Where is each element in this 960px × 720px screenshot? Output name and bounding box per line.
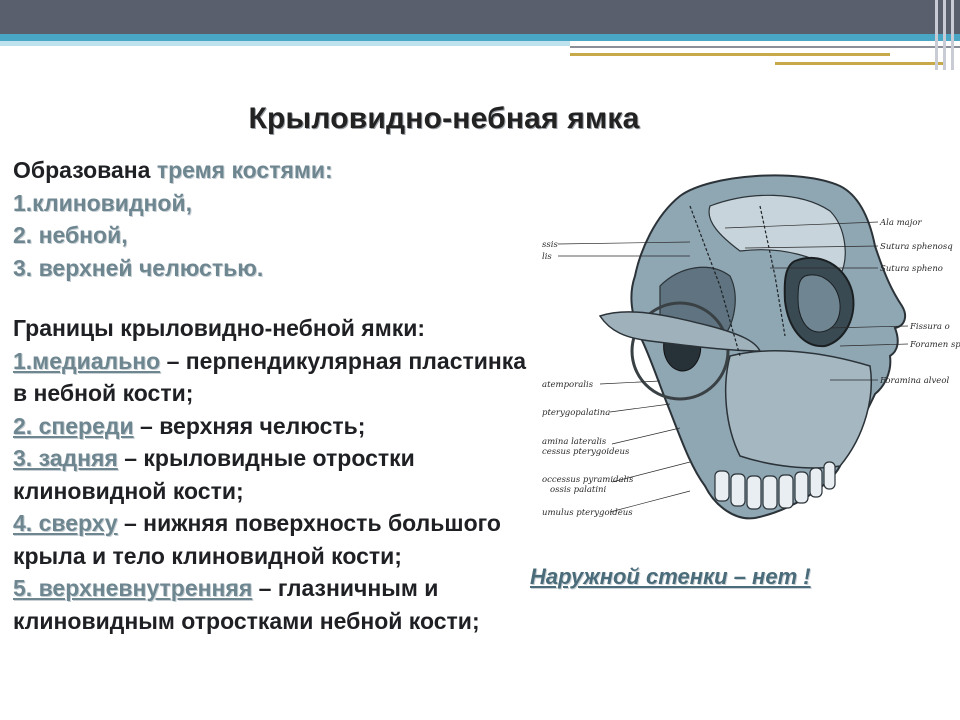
bone-item: 2. небной,	[13, 222, 128, 248]
bones-lead-highlight: тремя костями:	[156, 157, 333, 183]
tooth	[809, 467, 823, 498]
header-bar	[0, 0, 960, 34]
leader-line	[611, 461, 691, 483]
border-text: – перпендикулярная пластинка	[160, 347, 527, 374]
leader-line	[829, 325, 909, 329]
borders-heading: Границы крыловидно-небной ямки:	[13, 315, 426, 341]
bones-lead: Образована	[13, 157, 157, 183]
fossa-marker-circle	[630, 301, 730, 401]
tooth	[794, 471, 809, 504]
border-key: 3. задняя	[13, 445, 118, 471]
figure-label: ossis palatini	[550, 485, 607, 495]
leader-line	[599, 380, 661, 385]
leader-line	[839, 343, 909, 347]
figure-label: Foramen sp	[909, 340, 960, 350]
leader-line	[744, 245, 879, 249]
border-item-medial: 1.медиально – перпендикулярная пластинка	[13, 345, 526, 378]
header-vertical-bar	[935, 0, 938, 70]
border-text: – глазничным и	[252, 575, 439, 601]
border-item-back: 3. задняя – крыловидные отростки	[13, 442, 526, 475]
maxilla-shape	[724, 350, 872, 469]
orbit-inner	[797, 274, 841, 333]
tooth	[823, 461, 836, 490]
leader-line	[724, 221, 879, 229]
border-text: – нижняя поверхность большого	[117, 510, 501, 536]
figure-label: Fissura o	[909, 322, 950, 332]
border-text: – верхняя челюсть;	[133, 412, 366, 439]
border-item-cont: в небной кости;	[13, 380, 194, 406]
border-item-cont: крыла и тело клиновидной кости;	[13, 542, 402, 569]
suture-line	[689, 205, 741, 357]
figure-label: ssis	[542, 240, 558, 250]
border-key: 4. сверху	[13, 510, 118, 536]
bones-lead-line: Образована тремя костями:	[13, 154, 333, 187]
note-no-outer-wall: Наружной стенки – нет !	[530, 564, 811, 590]
figure-label: amina lateralis	[542, 437, 607, 447]
leader-line	[611, 427, 681, 445]
header-gray-line	[570, 46, 960, 48]
figure-label: occessus pyramidalis	[542, 475, 634, 485]
figure-label: Sutura sphenosq	[880, 242, 953, 252]
borders-section: Границы крыловидно-небной ямки: 1.медиал…	[13, 312, 526, 637]
tooth	[714, 470, 730, 502]
slide-title: Крыловидно-небная ямка	[248, 102, 640, 135]
border-key: 1.медиально	[13, 347, 161, 374]
skull-illustration-svg: Ala major Sutura sphenosq Sutura spheno …	[542, 174, 960, 520]
left-labels	[557, 241, 691, 513]
border-text: – крыловидные отростки	[117, 445, 415, 471]
header-gold-line-short	[775, 62, 945, 65]
figure-label: umulus pterygoideus	[542, 508, 633, 518]
header-gold-line	[570, 53, 890, 56]
figure-label: pterygopalatina	[542, 408, 610, 418]
header-accent-stripe	[0, 34, 960, 41]
tooth	[762, 475, 778, 510]
tooth	[778, 474, 794, 509]
tooth	[746, 475, 762, 510]
border-item-cont: клиновидным отростками небной кости;	[13, 607, 480, 634]
border-item-upper-inner: 5. верхневнутренняя – глазничным и	[13, 572, 526, 605]
note-text: Наружной стенки – нет !	[530, 564, 811, 589]
figure-label: Foramina alveol	[879, 376, 949, 386]
zygomatic-arch	[598, 311, 762, 352]
header-light-stripe	[0, 41, 570, 46]
bone-item: 3. верхней челюстью.	[13, 254, 264, 281]
border-key: 5. верхневнутренняя	[13, 575, 253, 601]
figure-label: Sutura spheno	[880, 264, 943, 274]
figure-label: atemporalis	[542, 380, 594, 390]
border-item-top: 4. сверху – нижняя поверхность большого	[13, 507, 526, 540]
leader-line	[609, 490, 691, 513]
border-item-front: 2. спереди – верхняя челюсть;	[13, 410, 526, 443]
header-vertical-bar	[943, 0, 946, 70]
bone-item: 1.клиновидной,	[13, 189, 193, 216]
border-key: 2. спереди	[13, 412, 134, 439]
right-labels	[724, 221, 909, 381]
skull-lateral-anatomy-illustration: Ala major Sutura sphenosq Sutura spheno …	[540, 166, 960, 558]
border-item-cont: клиновидной кости;	[13, 477, 244, 504]
figure-label: Ala major	[879, 218, 923, 228]
suture-line	[759, 205, 786, 337]
bones-section: Образована тремя костями: 1.клиновидной,…	[13, 154, 333, 284]
header-vertical-bar	[951, 0, 954, 70]
figure-label: lis	[542, 252, 552, 262]
leader-line	[609, 403, 671, 413]
leader-line	[557, 241, 691, 245]
tooth	[730, 473, 746, 507]
teeth-row	[714, 461, 836, 510]
figure-label: cessus pterygoideus	[542, 447, 630, 457]
